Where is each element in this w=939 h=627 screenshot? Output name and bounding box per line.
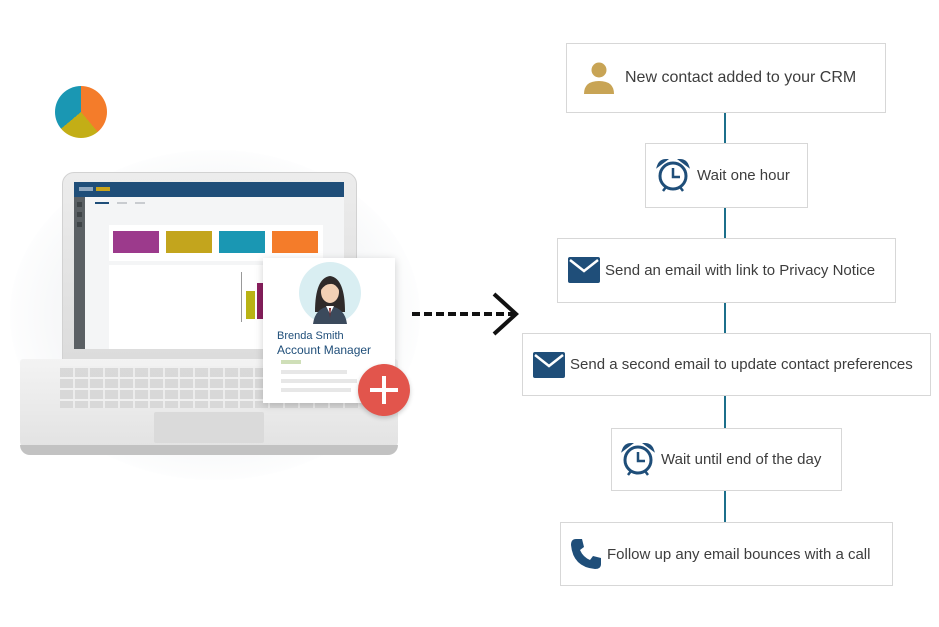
workflow-step-wait-hour: Wait one hour	[645, 143, 808, 208]
bar-graphic	[257, 283, 266, 319]
bar-graphic	[246, 291, 255, 319]
contact-name: Brenda Smith	[277, 330, 344, 342]
workflow-step-preferences-email: Send a second email to update contact pr…	[522, 333, 931, 396]
step-label: New contact added to your CRM	[625, 69, 857, 86]
step-label: Wait until end of the day	[661, 451, 822, 468]
phone-icon	[571, 539, 601, 569]
app-tile	[219, 231, 265, 253]
app-tiles-card	[109, 225, 323, 261]
woman-avatar-icon	[313, 276, 347, 324]
dashed-arrow-icon	[412, 292, 519, 336]
plus-icon	[370, 376, 398, 404]
avatar	[299, 262, 361, 324]
app-tile	[113, 231, 159, 253]
laptop-trackpad	[154, 412, 264, 443]
step-label: Send an email with link to Privacy Notic…	[605, 262, 876, 279]
workflow-step-wait-day: Wait until end of the day	[611, 428, 842, 491]
workflow-connector	[724, 112, 726, 522]
app-tile	[272, 231, 318, 253]
workflow-step-privacy-email: Send an email with link to Privacy Notic…	[557, 238, 896, 303]
person-icon	[584, 62, 614, 94]
workflow-step-call-bounces: Follow up any email bounces with a call	[560, 522, 893, 586]
alarm-clock-icon	[656, 158, 690, 192]
step-label: Follow up any email bounces with a call	[607, 545, 871, 563]
alarm-clock-icon	[621, 442, 655, 476]
workflow-step-new-contact: New contact added to your CRM	[566, 43, 886, 113]
add-contact-button[interactable]	[358, 364, 410, 416]
envelope-icon	[568, 257, 600, 283]
contact-role: Account Manager	[277, 343, 372, 357]
app-tile	[166, 231, 212, 253]
pie-chart-graphic	[55, 86, 107, 138]
app-sidebar	[74, 197, 85, 349]
envelope-icon	[533, 352, 565, 378]
step-label: Send a second email to update contact pr…	[570, 356, 913, 373]
app-topbar	[74, 182, 344, 197]
step-label: Wait one hour	[697, 167, 790, 184]
